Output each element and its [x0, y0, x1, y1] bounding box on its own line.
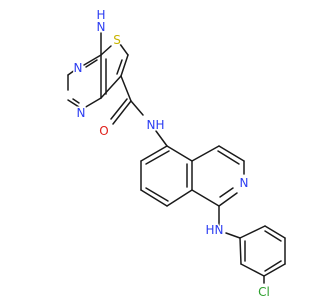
chlorine-label: Cl [258, 285, 270, 299]
bond [218, 145, 245, 162]
bond [155, 130, 168, 147]
bond [130, 100, 144, 116]
bond [191, 145, 220, 162]
bond [218, 192, 238, 207]
bond [140, 145, 168, 162]
bond [166, 189, 193, 207]
isoquinoline-n-label: N [240, 176, 249, 190]
bond [264, 260, 282, 272]
bond [119, 43, 129, 56]
amide-h-label: H [155, 118, 164, 132]
bond [83, 97, 102, 109]
bond [145, 150, 170, 165]
bond [145, 187, 169, 202]
bond [140, 189, 168, 207]
thiophene-s-label: S [113, 33, 121, 47]
bond [166, 145, 193, 162]
aniline-h-label: H [205, 223, 214, 237]
bond [100, 75, 122, 99]
carbonyl-o-label: O [99, 124, 108, 138]
bond [240, 263, 265, 277]
pyrimidine-n-top-label: N [74, 61, 83, 75]
bond [120, 54, 129, 77]
bond [112, 100, 132, 125]
bond [225, 232, 241, 239]
bond [217, 150, 240, 165]
bond [85, 59, 98, 68]
bond [120, 75, 132, 102]
bond [72, 98, 80, 104]
bond [110, 98, 128, 120]
bond [83, 54, 102, 66]
bond [191, 189, 220, 207]
atom-labels: H N N N S O N H N N H Cl [72, 7, 271, 300]
bond [264, 230, 282, 242]
pyrimidine-n-bottom-label: N [77, 106, 86, 120]
aniline-n-label: N [215, 223, 224, 237]
bond [219, 187, 234, 198]
bonds-layer [67, 32, 286, 284]
amine-nh2: H N [95, 7, 107, 36]
molecule-structure: H N N N S O N H N N H Cl [67, 7, 286, 300]
bond [263, 263, 286, 277]
bond [239, 237, 242, 265]
bond [116, 59, 123, 75]
bond [67, 69, 76, 76]
amine-h-label: H [96, 8, 105, 22]
bond [67, 99, 80, 108]
bond [239, 225, 266, 239]
bond [100, 45, 112, 56]
amide-n-label: N [147, 118, 156, 132]
amine-n-label: N [97, 20, 106, 34]
bond [264, 225, 286, 239]
